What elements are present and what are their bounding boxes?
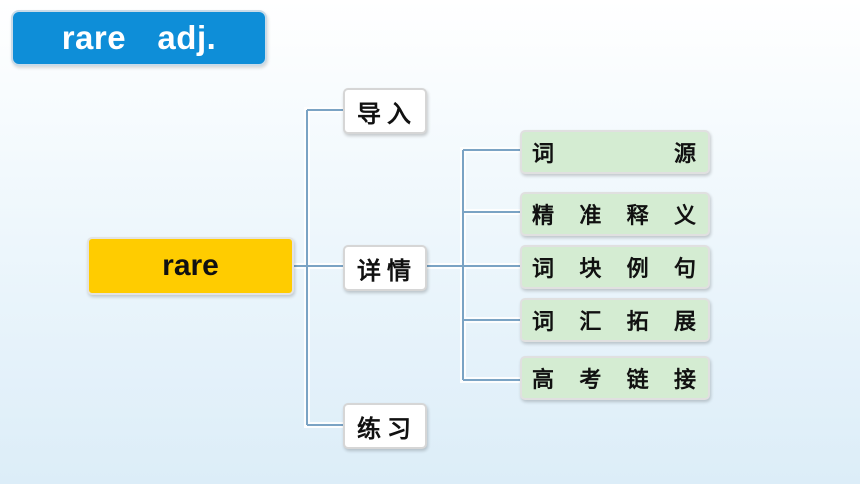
leaf-exam-links[interactable]: 高 考 链 接 <box>520 356 710 400</box>
leaf-precise-definition-char: 精 <box>532 204 555 229</box>
leaf-precise-definition-char: 释 <box>626 204 649 229</box>
branch-detail[interactable]: 详情 <box>343 245 427 291</box>
leaf-exam-links-char: 接 <box>673 368 696 393</box>
leaf-vocabulary-expansion-char: 汇 <box>579 310 602 335</box>
leaf-vocabulary-expansion-char: 拓 <box>626 310 649 335</box>
leaf-exam-links-char: 链 <box>626 368 649 393</box>
branch-practice-label: 练习 <box>357 414 417 443</box>
leaf-precise-definition[interactable]: 精 准 释 义 <box>520 192 710 236</box>
leaf-exam-links-char: 高 <box>532 368 555 393</box>
leaf-etymology-char: 词 <box>532 142 555 167</box>
branch-detail-label: 详情 <box>357 256 417 285</box>
leaf-phrase-examples-char: 句 <box>673 257 696 282</box>
leaf-vocabulary-expansion[interactable]: 词 汇 拓 展 <box>520 298 710 342</box>
root-label: rare <box>162 249 219 282</box>
leaf-vocabulary-expansion-char: 词 <box>532 310 555 335</box>
leaf-exam-links-char: 考 <box>579 368 602 393</box>
leaf-phrase-examples-char: 块 <box>579 257 602 282</box>
branch-practice[interactable]: 练习 <box>343 403 427 449</box>
leaf-precise-definition-char: 准 <box>579 204 602 229</box>
branch-intro-label: 导入 <box>357 99 417 128</box>
leaf-precise-definition-char: 义 <box>673 204 696 229</box>
root-node[interactable]: rare <box>87 237 294 295</box>
leaf-etymology-char: 源 <box>673 142 696 167</box>
branch-intro[interactable]: 导入 <box>343 88 427 134</box>
leaf-vocabulary-expansion-char: 展 <box>673 310 696 335</box>
leaf-phrase-examples-char: 例 <box>626 257 649 282</box>
leaf-phrase-examples[interactable]: 词 块 例 句 <box>520 245 710 289</box>
title-badge: rare adj. <box>11 10 267 66</box>
leaf-etymology[interactable]: 词 源 <box>520 130 710 174</box>
title-text: rare adj. <box>61 19 217 56</box>
leaf-phrase-examples-char: 词 <box>532 257 555 282</box>
